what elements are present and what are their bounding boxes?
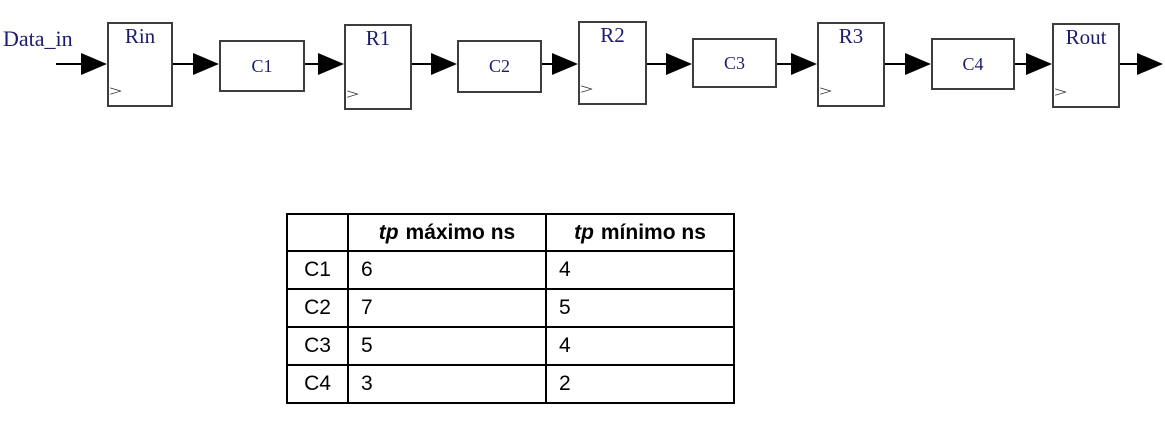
arrow-tail [541, 63, 552, 65]
register-label: R1 [365, 26, 391, 50]
clock-input-icon: > [819, 83, 833, 100]
arrow-head-icon [905, 53, 931, 75]
comb-block-label: C3 [723, 52, 745, 73]
register-r1: R1 > [344, 24, 412, 110]
col-header-text: mínimo ns [600, 220, 706, 244]
comb-block-label: C1 [251, 55, 273, 76]
register-rout: Rout > [1052, 23, 1120, 108]
arrow-head-icon [791, 53, 817, 75]
arrow-data-out [1119, 52, 1163, 76]
arrow-rin-c1 [172, 52, 219, 76]
comb-block-label: C4 [962, 53, 984, 74]
arrow-c4-rout [1014, 52, 1052, 76]
register-r2: R2 > [578, 21, 647, 105]
arrow-tail [172, 63, 193, 65]
register-r3: R3 > [817, 22, 885, 107]
tp-min-cell: 5 [545, 288, 735, 328]
row-label-cell: C2 [286, 288, 349, 328]
tp-min-cell: 2 [545, 364, 735, 404]
clock-input-icon: > [109, 83, 123, 100]
corner-header-cell [286, 213, 349, 252]
comb-block-c3: C3 [692, 38, 777, 88]
comb-block-c1: C1 [219, 40, 305, 92]
clock-input-icon: > [1054, 84, 1068, 101]
arrow-head-icon [666, 53, 692, 75]
arrow-head-icon [431, 53, 457, 75]
tp-max-cell: 7 [347, 288, 547, 328]
tp-min-cell: 4 [545, 250, 735, 290]
arrow-tail [411, 63, 431, 65]
register-label: Rout [1065, 25, 1107, 49]
tp-max-cell: 5 [347, 326, 547, 366]
arrow-tail [776, 63, 791, 65]
arrow-head-icon [81, 53, 107, 75]
arrow-head-icon [318, 53, 344, 75]
table-row: C4 3 2 [286, 364, 735, 404]
row-label-cell: C3 [286, 326, 349, 366]
arrow-head-icon [552, 53, 578, 75]
comb-block-c4: C4 [931, 38, 1015, 90]
arrow-head-icon [193, 53, 219, 75]
arrow-tail [1014, 63, 1026, 65]
col-header-text: máximo ns [405, 220, 516, 244]
tp-max-cell: 3 [347, 364, 547, 404]
arrow-r1-c2 [411, 52, 457, 76]
arrow-c3-r3 [776, 52, 817, 76]
arrow-r2-c3 [646, 52, 692, 76]
clock-input-icon: > [346, 86, 360, 103]
clock-input-icon: > [580, 81, 594, 98]
data-in-label: Data_in [3, 26, 73, 51]
tp-max-cell: 6 [347, 250, 547, 290]
arrow-tail [884, 63, 905, 65]
table-row: C2 7 5 [286, 288, 735, 328]
arrow-data-in [56, 52, 107, 76]
tp-symbol: tp [574, 220, 594, 244]
register-rin: Rin > [107, 22, 173, 107]
table-row: C3 5 4 [286, 326, 735, 366]
arrow-tail [56, 63, 81, 65]
arrow-tail [1119, 63, 1137, 65]
row-label-cell: C1 [286, 250, 349, 290]
register-label: Rin [124, 24, 156, 48]
arrow-c2-r2 [541, 52, 578, 76]
arrow-tail [646, 63, 666, 65]
comb-block-label: C2 [488, 56, 510, 76]
register-label: R2 [600, 23, 625, 47]
tp-min-cell: 4 [545, 326, 735, 366]
arrow-r3-c4 [884, 52, 931, 76]
arrow-head-icon [1137, 53, 1163, 75]
table-row: C1 6 4 [286, 250, 735, 290]
arrow-tail [304, 63, 318, 65]
row-label-cell: C4 [286, 364, 349, 404]
tp-symbol: tp [378, 220, 399, 244]
comb-block-c2: C2 [457, 40, 542, 93]
arrow-c1-r1 [304, 52, 344, 76]
register-label: R3 [838, 24, 864, 48]
arrow-head-icon [1026, 53, 1052, 75]
